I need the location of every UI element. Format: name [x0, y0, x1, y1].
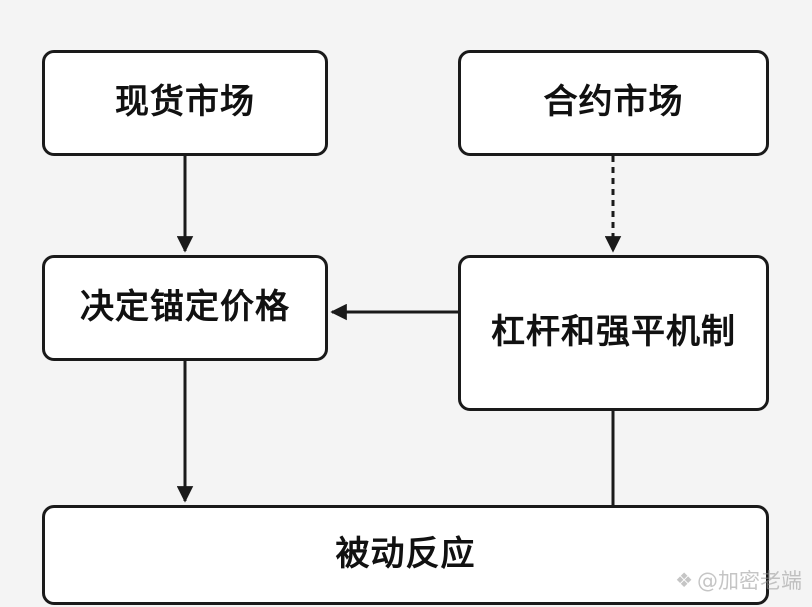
node-passive-reaction-label: 被动反应	[335, 534, 476, 575]
node-price-anchor: 决定锚定价格	[42, 255, 328, 361]
node-spot-market: 现货市场	[42, 50, 328, 156]
watermark: ❖ @加密老端	[675, 565, 802, 595]
node-price-anchor-label: 决定锚定价格	[80, 287, 290, 328]
node-futures-market: 合约市场	[458, 50, 769, 156]
diamond-logo-icon: ❖	[675, 568, 693, 592]
node-futures-market-label: 合约市场	[543, 82, 684, 123]
watermark-handle: @加密老端	[697, 569, 802, 593]
node-spot-market-label: 现货市场	[115, 82, 255, 123]
node-leverage-liquidation-label: 杠杆和强平机制	[491, 312, 736, 353]
node-passive-reaction: 被动反应	[42, 505, 769, 605]
node-leverage-liquidation: 杠杆和强平机制	[458, 255, 769, 411]
